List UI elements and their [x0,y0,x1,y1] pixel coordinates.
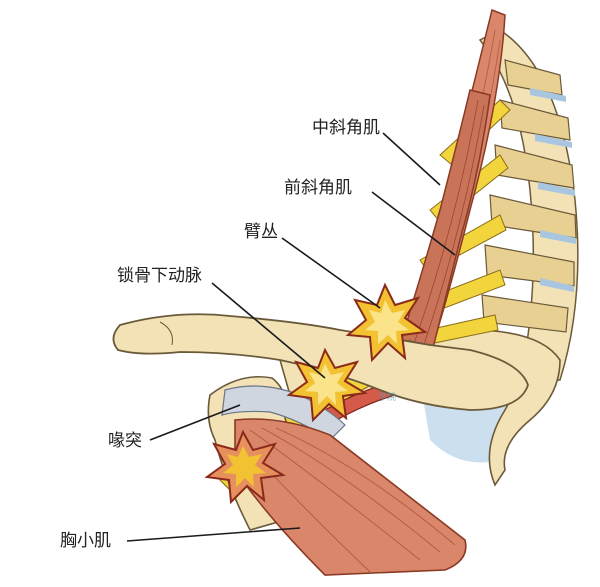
leader-anterior-scalene [371,191,456,256]
compression-star-interscalene [345,282,428,363]
label-subclavian-artery: 锁骨下动脉 [117,266,202,286]
label-brachial-plexus: 臂丛 [244,222,278,242]
label-middle-scalene: 中斜角肌 [312,118,380,138]
compression-star-subcoracoid [204,429,286,505]
clavicle-edge [159,321,173,346]
leader-coracoid-process [149,404,241,441]
leader-brachial-plexus [281,237,381,309]
pectoralis-minor-muscle [234,418,467,576]
compression-star-costoclavicular [286,347,368,423]
leader-lines [126,132,456,542]
leader-subclavian-artery [211,282,326,379]
leader-middle-scalene [382,132,441,186]
label-pectoralis-minor: 胸小肌 [60,531,111,551]
label-coracoid-process: 喙突 [108,431,142,451]
leader-pectoralis-minor [126,527,301,542]
watermark: 学院 [378,393,397,403]
anterior-scalene-fibers [409,99,485,357]
cervical-spine [478,29,579,381]
label-anterior-scalene: 前斜角肌 [284,178,352,198]
